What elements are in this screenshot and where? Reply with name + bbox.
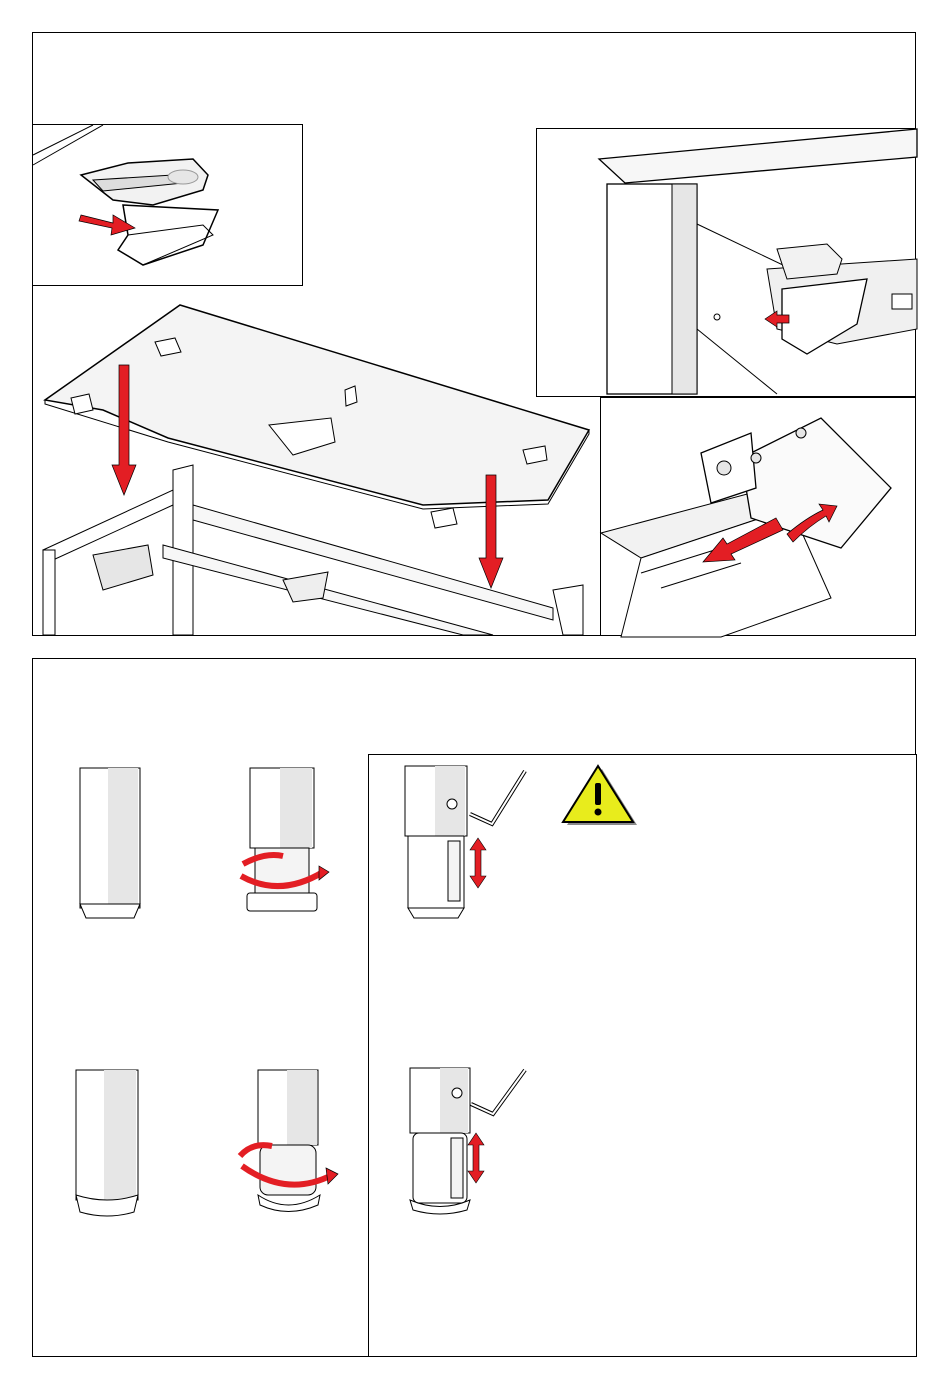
round-leg-plain — [74, 1070, 140, 1220]
red-curved-arrow-icon — [601, 398, 917, 637]
tabletop-lowering-onto-frame — [33, 290, 599, 635]
red-double-arrow-icon — [470, 838, 486, 888]
warning-triangle-icon — [563, 765, 641, 829]
red-arrow-right-icon — [33, 125, 304, 287]
red-arrow-down-icon-right — [33, 290, 599, 635]
clip-bracket-release-detail — [600, 397, 916, 636]
round-leg-foot-rotate — [232, 1070, 342, 1220]
clip-slide-in-detail — [32, 124, 303, 286]
square-leg-foot-rotate — [225, 768, 335, 918]
red-double-arrow-icon-lower — [468, 1133, 484, 1183]
square-leg-plain — [78, 768, 142, 920]
